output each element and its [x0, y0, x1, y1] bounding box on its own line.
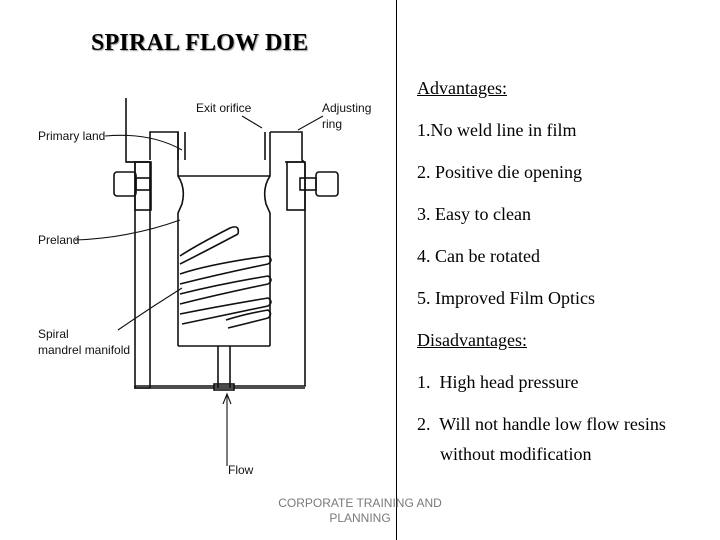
advantage-item: 5. Improved Film Optics: [417, 288, 595, 308]
right-block: [286, 161, 306, 211]
spiral-2: [179, 255, 272, 285]
spiral-1: [179, 226, 240, 257]
label-primary-land: Primary land: [38, 129, 105, 143]
advantage-item: 1.No weld line in film: [417, 120, 577, 140]
label-exit-orifice: Exit orifice: [196, 101, 252, 115]
label-flow: Flow: [228, 463, 254, 477]
primary-land-leader: [104, 134, 183, 151]
advantage-item: 2. Positive die opening: [417, 162, 582, 182]
disadvantage-item: 1. High head pressure: [417, 372, 579, 392]
preland-leader: [74, 219, 181, 241]
advantage-item: 4. Can be rotated: [417, 246, 540, 266]
advantages-header: Advantages:: [417, 78, 507, 98]
exit-orifice-leader: [241, 115, 263, 129]
adjusting-ring-leader: [297, 115, 324, 131]
label-spiral-1: Spiral: [38, 327, 69, 341]
footer-line-2: PLANNING: [329, 511, 391, 525]
label-adjusting-1: Adjusting: [322, 101, 371, 115]
spiral-leader: [117, 287, 183, 331]
disadvantages-header: Disadvantages:: [417, 330, 527, 350]
spiral-4: [179, 297, 272, 325]
mandrel-right: [263, 132, 271, 346]
spiral-3: [179, 275, 272, 305]
disadvantage-item-continuation: without modification: [440, 444, 592, 464]
left-bolt: [113, 171, 137, 197]
label-spiral-2: mandrel manifold: [38, 343, 130, 357]
advantage-item: 3. Easy to clean: [417, 204, 531, 224]
inlet-fitting: [213, 383, 235, 391]
footer-text: CORPORATE TRAINING AND PLANNING: [272, 496, 448, 526]
slide-title: SPIRAL FLOW DIE: [91, 30, 309, 56]
housing-bottom: [134, 386, 305, 389]
label-adjusting-2: ring: [322, 117, 342, 131]
disadvantage-item: 2. Will not handle low flow resins: [417, 414, 666, 434]
right-bolt: [315, 171, 339, 197]
left-block: [134, 161, 152, 211]
footer-line-1: CORPORATE TRAINING AND: [278, 496, 442, 510]
top-right-plate: [270, 131, 306, 164]
spiral-die-diagram: Exit orifice Adjusting ring Primary land…: [30, 88, 390, 498]
die-cross-section-svg: Exit orifice Adjusting ring Primary land…: [38, 98, 371, 477]
divider-line: [396, 0, 397, 540]
label-preland: Preland: [38, 233, 79, 247]
housing-left: [134, 163, 306, 387]
spiral-5: [225, 309, 272, 329]
